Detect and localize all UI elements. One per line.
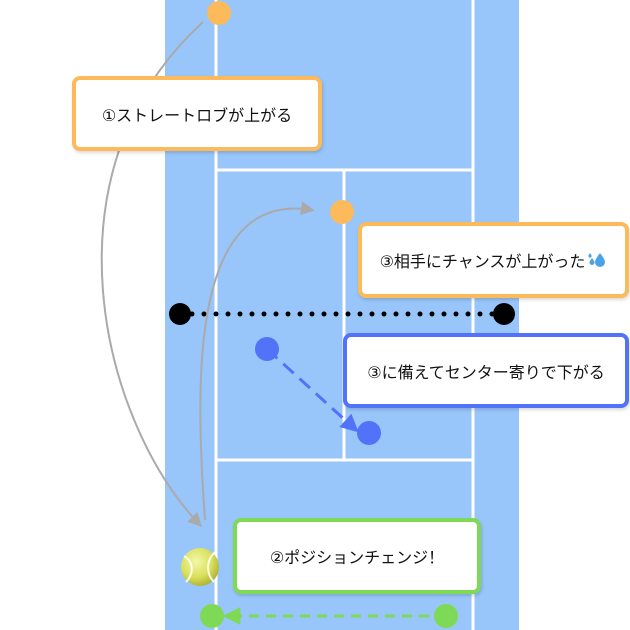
net (169, 303, 515, 325)
partner-player-end (357, 421, 381, 445)
straight-lob-callout: ①ストレートロブが上がる (72, 76, 322, 151)
center-retreat-text: ③に備えてセンター寄りで下がる (367, 362, 605, 382)
chance-ball-arrow (199, 201, 315, 521)
self-player-end (200, 604, 224, 628)
partner-player-start (255, 337, 279, 361)
net-post-right (493, 303, 515, 325)
opponent-player-front (330, 200, 354, 224)
self-player-start (434, 604, 458, 628)
opponent-chance-text: ③相手にチャンスが上がった (379, 252, 586, 271)
opponent-player-back (207, 1, 231, 25)
straight-lob-text: ①ストレートロブが上がる (101, 105, 293, 125)
opponent-chance-callout: ③相手にチャンスが上がった (358, 222, 629, 298)
net-post-left (169, 303, 191, 325)
position-change-text: ②ポジションチェンジ！ (269, 548, 445, 567)
tennis-ball-icon (181, 548, 219, 586)
center-retreat-callout: ③に備えてセンター寄りで下がる (343, 333, 629, 408)
center-retreat-arrow (265, 347, 359, 433)
sweat-drops-icon (588, 253, 606, 267)
position-change-callout: ②ポジションチェンジ！ (233, 518, 481, 594)
